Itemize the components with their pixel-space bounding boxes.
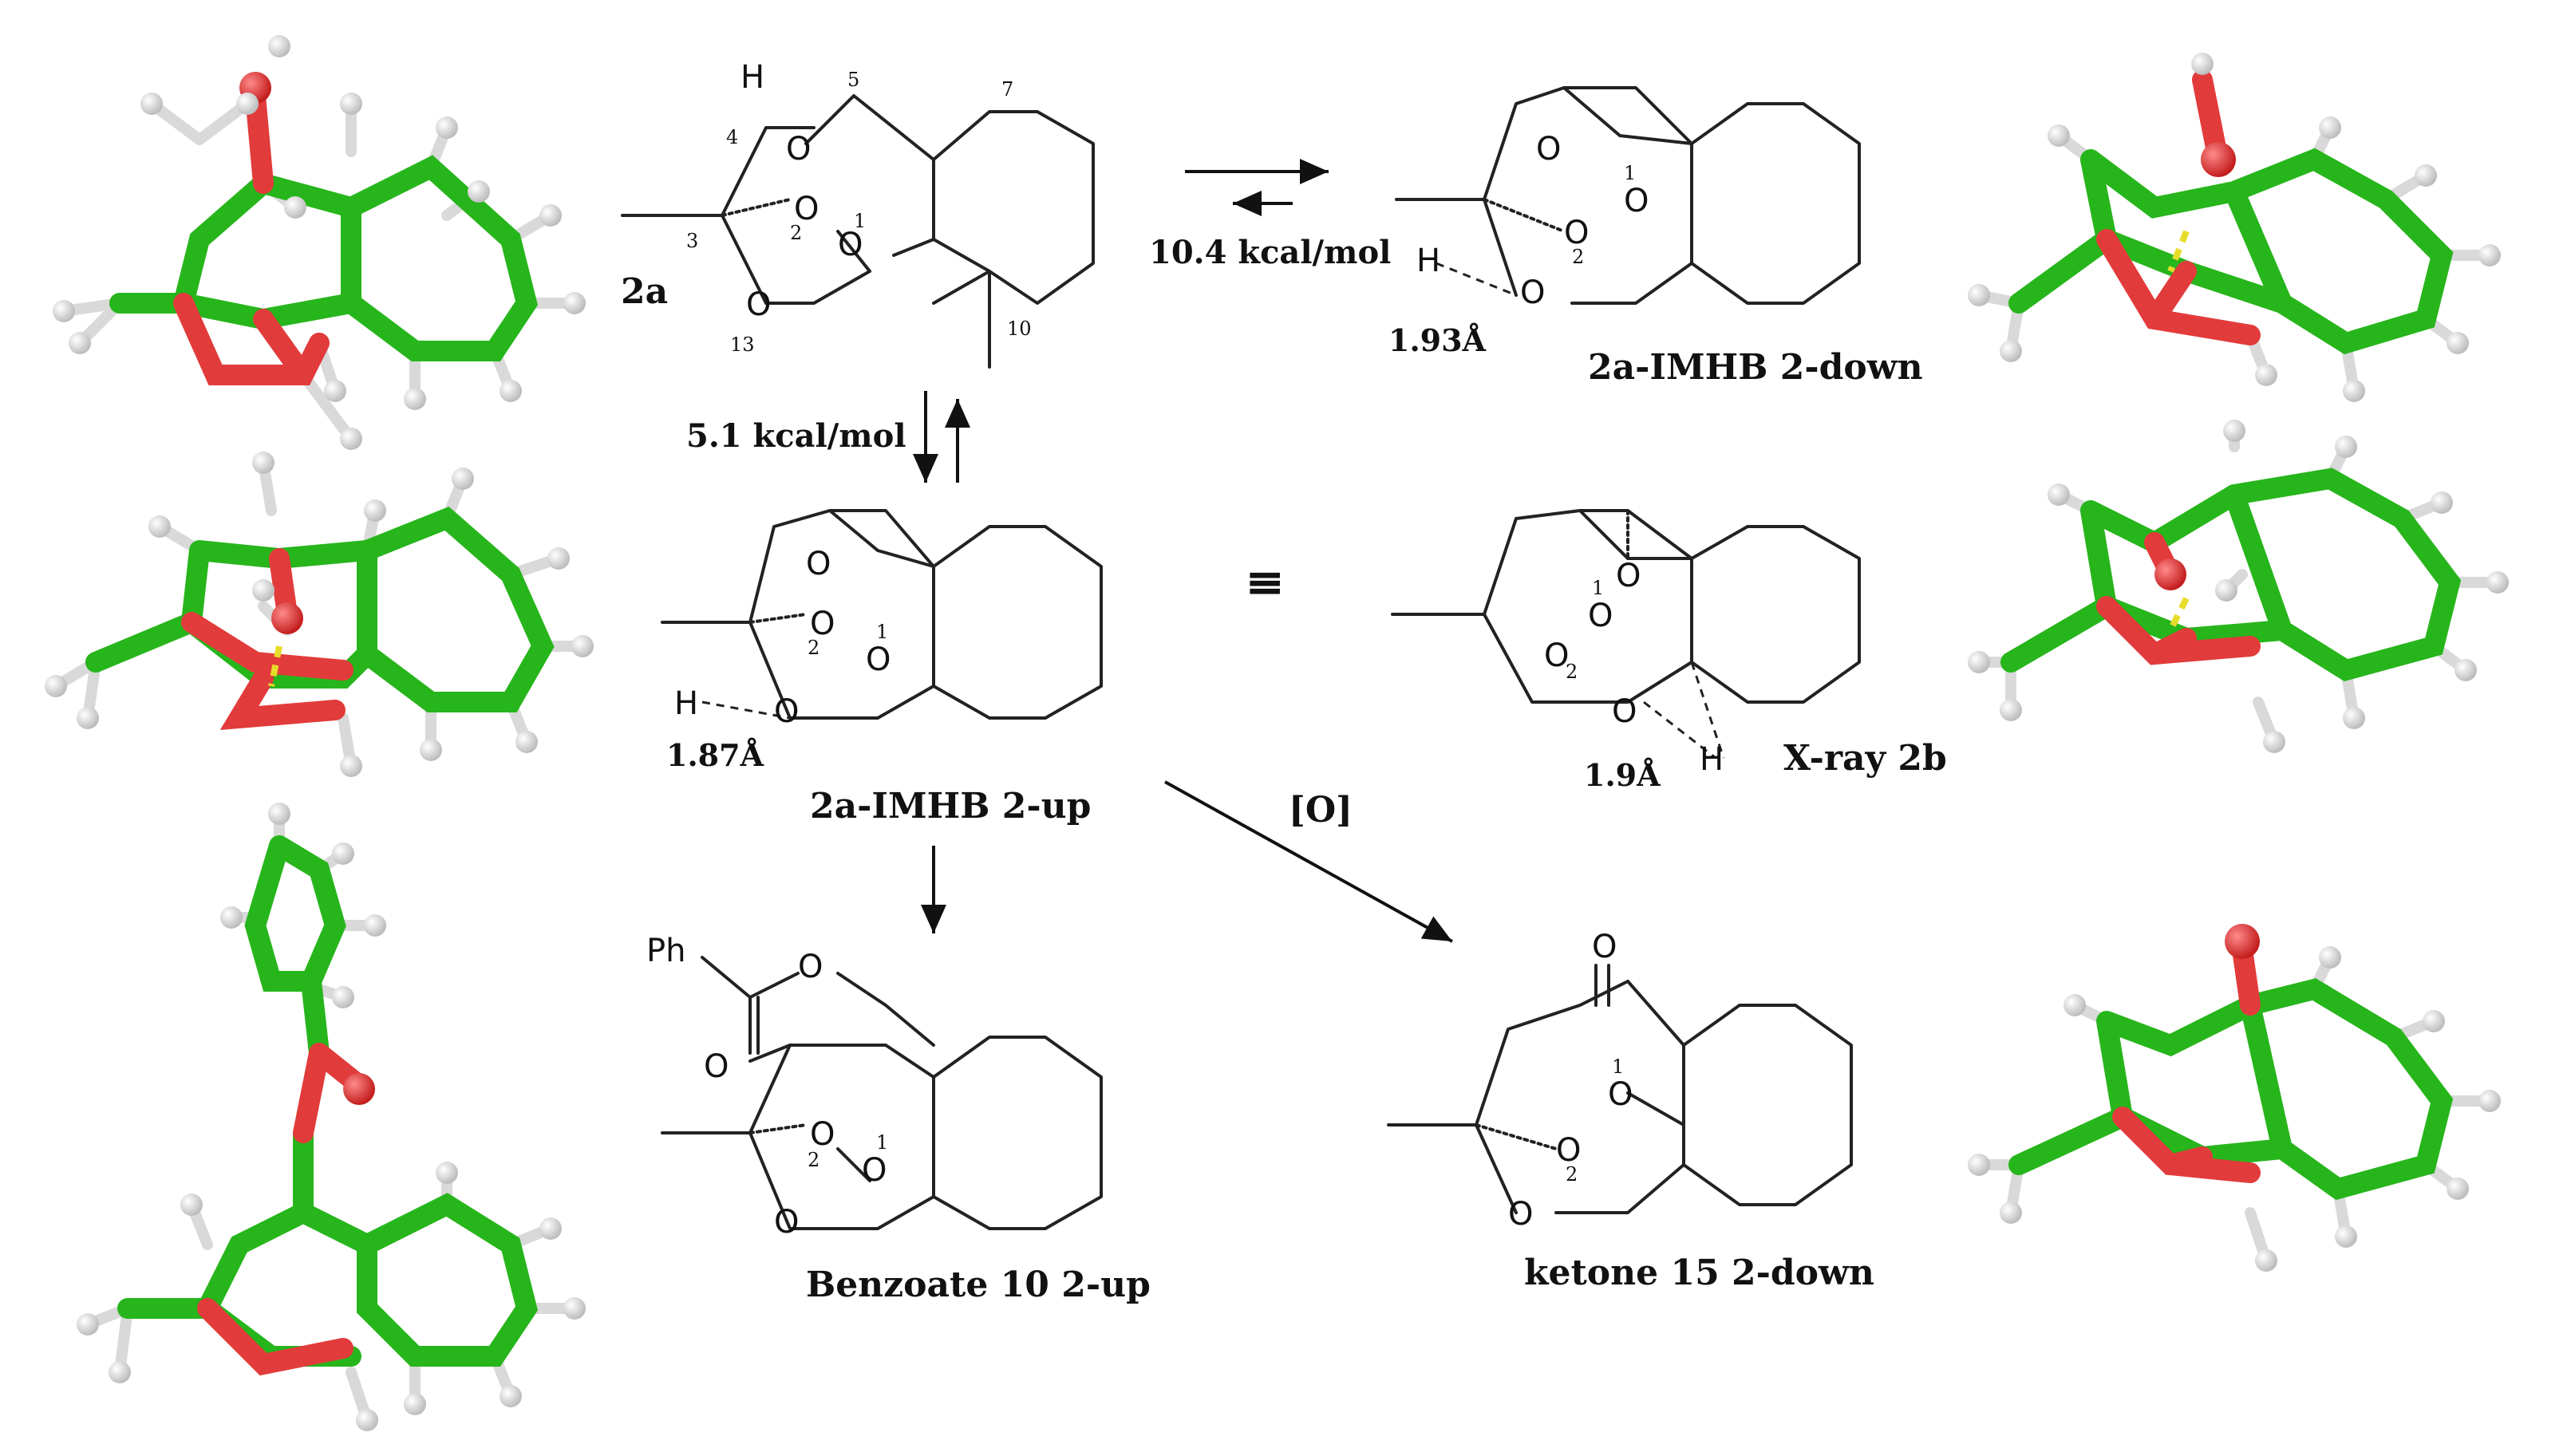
locant-2: 2 xyxy=(790,222,802,244)
locant-1: 1 xyxy=(876,621,888,643)
3d-model-benzoate xyxy=(77,803,586,1431)
locant-3: 3 xyxy=(686,230,698,252)
locant-2: 2 xyxy=(1566,661,1578,683)
locant-2: 2 xyxy=(1566,1163,1578,1186)
atom-o: O xyxy=(866,641,891,678)
locant-2: 2 xyxy=(808,637,819,659)
structure-ketone-15: O O O O 1 2 ketone 15 2-down xyxy=(1387,929,1874,1293)
3d-model-2a xyxy=(53,35,586,450)
atom-o: O xyxy=(1520,274,1545,311)
atom-o: O xyxy=(1624,183,1649,219)
label-benzoate-10: Benzoate 10 2-up xyxy=(806,1265,1151,1305)
oxidation-arrow xyxy=(1164,780,1453,943)
structure-benzoate-10: Ph O O O O O 1 2 Benzoate 10 2-up xyxy=(646,933,1151,1305)
atom-o: O xyxy=(774,1204,799,1241)
locant-2: 2 xyxy=(1572,246,1584,268)
locant-1: 1 xyxy=(876,1131,888,1154)
atom-o: O xyxy=(794,191,819,227)
locant-5: 5 xyxy=(847,69,859,91)
atom-o: O xyxy=(704,1048,729,1085)
structure-2a: H O O O O 1 2 3 4 5 7 10 13 2a xyxy=(621,59,1095,369)
structure-2a-imhb-2up: O O O O H 1 2 1.87Å 2a-IMHB 2-up xyxy=(661,509,1103,827)
3d-model-2a-imhb-2up xyxy=(45,452,594,777)
label-2a-imhb-2up: 2a-IMHB 2-up xyxy=(810,786,1091,827)
atom-o: O xyxy=(1592,929,1617,965)
phenyl-group: Ph xyxy=(646,933,685,969)
hbond-distance: 1.9Å xyxy=(1584,757,1661,793)
label-ketone-15: ketone 15 2-down xyxy=(1524,1253,1874,1293)
atom-o: O xyxy=(786,131,811,168)
3d-model-ketone-15 xyxy=(1968,924,2501,1272)
locant-1: 1 xyxy=(1624,162,1636,184)
locant-2: 2 xyxy=(808,1149,819,1171)
structure-2a-imhb-2down: O O O O H 1 2 1.93Å 2a-IMHB 2-down xyxy=(1388,86,1923,388)
atom-o: O xyxy=(862,1152,887,1189)
locant-7: 7 xyxy=(1001,78,1013,101)
energy-label-vertical: 5.1 kcal/mol xyxy=(686,417,906,455)
locant-4: 4 xyxy=(726,126,738,148)
atom-o: O xyxy=(1564,215,1589,251)
locant-1: 1 xyxy=(1592,577,1604,599)
hbond-distance: 1.87Å xyxy=(666,737,764,773)
atom-o: O xyxy=(746,286,771,323)
label-x-ray-2b: X-ray 2b xyxy=(1783,738,1947,779)
atom-o: O xyxy=(810,1116,835,1153)
oxidation-label: [O] xyxy=(1289,790,1353,831)
hbond-distance: 1.93Å xyxy=(1388,322,1487,358)
locant-1: 1 xyxy=(854,210,866,232)
3d-model-x-ray-2b xyxy=(1968,420,2509,753)
atom-h: H xyxy=(741,59,764,96)
atom-o: O xyxy=(838,227,863,263)
energy-label-horizontal: 10.4 kcal/mol xyxy=(1149,234,1391,271)
atom-h: H xyxy=(674,685,698,722)
atom-o: O xyxy=(1544,637,1569,674)
structure-x-ray-2b: O O O O H 1 2 1.9Å X-ray 2b xyxy=(1391,509,1947,793)
label-2a: 2a xyxy=(621,271,668,312)
atom-o: O xyxy=(806,546,831,582)
reaction-arrows: 10.4 kcal/mol 5.1 kcal/mol ≡ [O] xyxy=(686,159,1453,943)
atom-o: O xyxy=(1508,1196,1533,1233)
atom-h: H xyxy=(1700,741,1724,778)
atom-o: O xyxy=(1556,1132,1581,1169)
locant-1: 1 xyxy=(1612,1056,1624,1078)
locant-13: 13 xyxy=(730,333,755,356)
identity-symbol: ≡ xyxy=(1245,554,1285,610)
atom-o: O xyxy=(810,606,835,642)
atom-o: O xyxy=(1616,558,1641,594)
atom-o: O xyxy=(1536,131,1561,168)
atom-o: O xyxy=(798,949,823,985)
atom-o: O xyxy=(774,693,799,730)
locant-10: 10 xyxy=(1007,318,1032,340)
3d-model-2a-imhb-2down xyxy=(1968,53,2501,402)
atom-o: O xyxy=(1588,598,1613,634)
atom-o: O xyxy=(1612,693,1637,730)
atom-h: H xyxy=(1416,243,1440,279)
atom-o: O xyxy=(1608,1076,1633,1113)
label-2a-imhb-2down: 2a-IMHB 2-down xyxy=(1588,347,1923,388)
